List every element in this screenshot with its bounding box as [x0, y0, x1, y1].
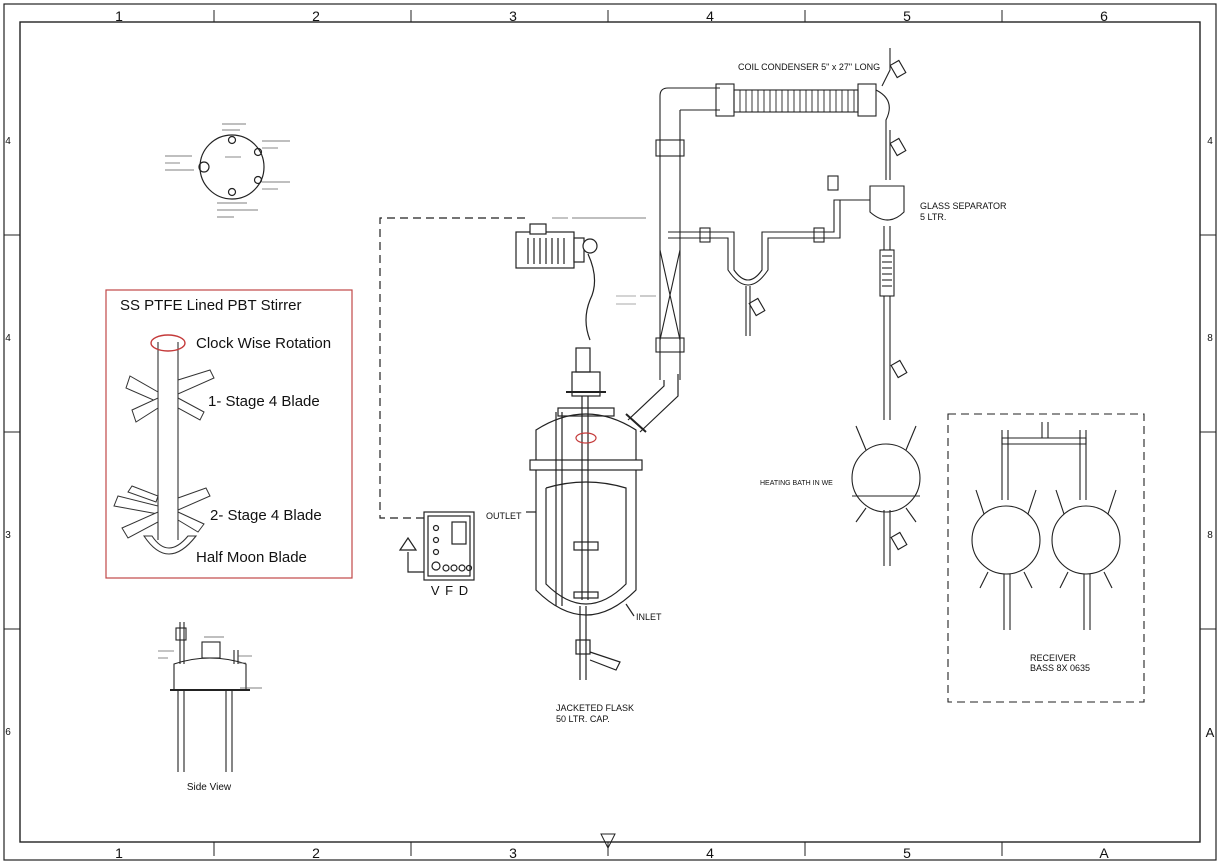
right-row-label: 8: [1207, 530, 1213, 541]
bottom-col-label: A: [1099, 845, 1109, 861]
outlet-label: OUTLET: [486, 511, 522, 521]
bottom-col-label: 4: [706, 845, 714, 861]
jacketed-flask: [526, 347, 679, 680]
bottom-col-label: 5: [903, 845, 911, 861]
separator-label-1: GLASS SEPARATOR: [920, 201, 1007, 211]
left-row-label: 3: [5, 530, 11, 541]
stirrer-title: SS PTFE Lined PBT Stirrer: [120, 297, 301, 314]
top-col-label: 6: [1100, 8, 1108, 24]
left-row-label: 6: [5, 727, 11, 738]
receiver-label-1: RECEIVER: [1030, 653, 1077, 663]
right-row-label: 4: [1207, 136, 1213, 147]
motor: [515, 217, 646, 341]
lid-top-view: [165, 123, 290, 218]
bottom-col-label: 1: [115, 845, 123, 861]
separator-label-2: 5 LTR.: [920, 212, 946, 222]
right-row-label: 8: [1207, 333, 1213, 344]
drawing-frame: [3, 3, 1217, 861]
right-row-label: A: [1206, 725, 1215, 740]
receiving-flask: [851, 425, 921, 566]
glass-separator: [869, 185, 908, 420]
condenser-label: COIL CONDENSER 5" x 27" LONG: [738, 62, 880, 72]
rotation-label: Clock Wise Rotation: [196, 335, 331, 352]
inlet-label: INLET: [636, 612, 662, 622]
coil-condenser: [715, 48, 907, 180]
receiver-assembly: [947, 413, 1145, 703]
side-view: [158, 622, 262, 772]
bottom-col-label: 2: [312, 845, 320, 861]
flask-caption-2: 50 LTR. CAP.: [556, 714, 610, 724]
top-col-label: 3: [509, 8, 517, 24]
top-col-label: 1: [115, 8, 123, 24]
bottom-col-label: 3: [509, 845, 517, 861]
vapour-column: [616, 87, 720, 380]
side-view-label: Side View: [187, 782, 232, 793]
half-moon-blade: [142, 535, 198, 555]
bath-label: HEATING BATH IN WE: [760, 480, 833, 487]
vfd-label: V F D: [431, 583, 469, 598]
stage1-label: 1- Stage 4 Blade: [208, 393, 320, 410]
stage2-blades: [113, 485, 211, 539]
stirrer-detail-box: SS PTFE Lined PBT Stirrer Clock Wise Rot…: [105, 289, 353, 579]
top-col-label: 5: [903, 8, 911, 24]
receiver-label-2: BASS 8X 0635: [1030, 663, 1090, 673]
top-col-label: 2: [312, 8, 320, 24]
half-moon-label: Half Moon Blade: [196, 549, 307, 566]
vfd-panel: [379, 217, 530, 581]
left-row-label: 4: [5, 333, 11, 344]
u-trap-line: [668, 175, 870, 336]
flask-caption-1: JACKETED FLASK: [556, 703, 634, 713]
stage1-blades: [125, 369, 215, 423]
left-row-label: 4: [5, 136, 11, 147]
stage2-label: 2- Stage 4 Blade: [210, 507, 322, 524]
top-col-label: 4: [706, 8, 714, 24]
